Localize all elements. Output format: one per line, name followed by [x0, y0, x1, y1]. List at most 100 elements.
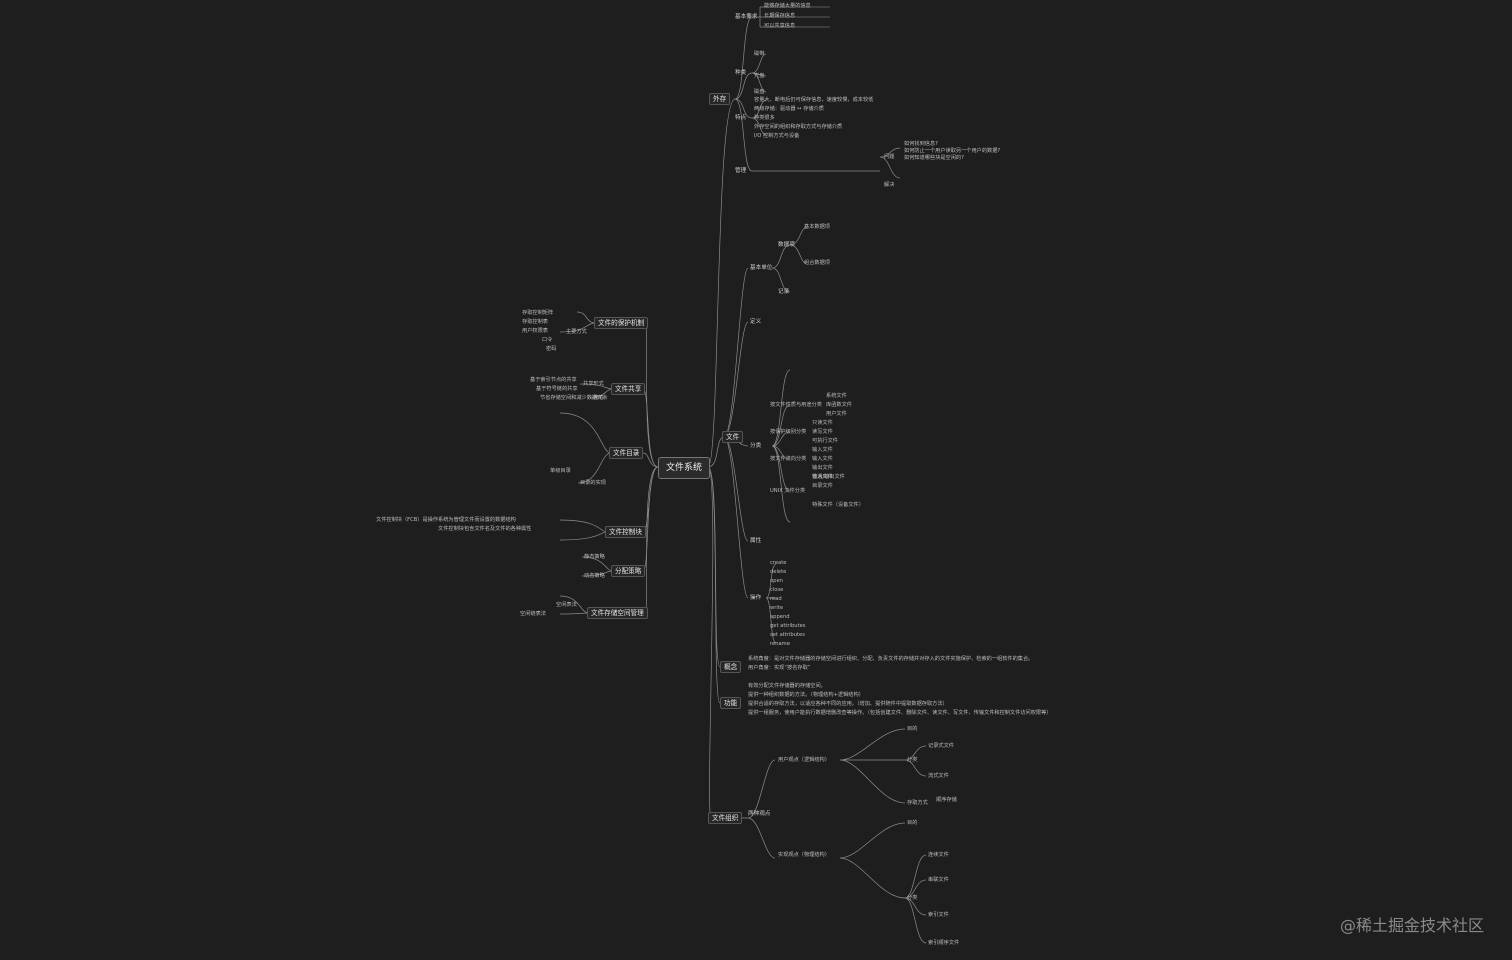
zuzhi-shixian[interactable]: 实现观点（物理结构）: [778, 852, 830, 858]
zuzhi-wl-3[interactable]: 索引顺序文件: [928, 940, 960, 946]
waicun-jiejue[interactable]: 解决: [884, 182, 895, 188]
zuzhi-liushi[interactable]: 流式文件: [928, 773, 949, 779]
wenjian-jiben-danwei[interactable]: 基本单位: [750, 265, 773, 271]
branch-mulu[interactable]: 文件目录: [609, 447, 644, 459]
gongxiang-item-2: 节省存储空间和减少数据冗余: [540, 395, 608, 401]
link-root-zuzhi: [707, 466, 714, 819]
op-9[interactable]: rename: [770, 641, 790, 647]
link-root-gongxiang: [642, 388, 659, 468]
waicun-wenti-item-2: 如何知道哪些块是空闲的?: [904, 155, 964, 161]
wenjian-unix-2: 特殊文件（设备文件）: [812, 502, 864, 508]
waicun-jiben-item-1: 长期保存信息: [764, 13, 796, 19]
link-root-kongzhikuai: [642, 466, 659, 533]
waicun-jiben[interactable]: 基本要求: [735, 14, 758, 20]
root-node[interactable]: 文件系统: [658, 457, 710, 479]
kzk-item-0: 文件控制块（FCB）是操作系统为管理文件而设置的数据结构: [376, 517, 516, 523]
mulu-item-0: 单级目录: [550, 468, 571, 474]
branch-kongzhikuai[interactable]: 文件控制块: [605, 526, 646, 538]
zuzhi-wl-1[interactable]: 串联文件: [928, 877, 949, 883]
waicun-tedian-item-4: I/O 控制方式与设备: [754, 133, 800, 139]
op-0[interactable]: create: [770, 560, 787, 566]
wenjian-xingzhi-2: 用户文件: [826, 411, 847, 417]
op-2[interactable]: open: [770, 578, 783, 584]
branch-baohu[interactable]: 文件的保护机制: [594, 317, 649, 329]
waicun-jiben-item-0: 能够存储大量的信息: [764, 3, 811, 9]
op-7[interactable]: get attributes: [770, 623, 806, 629]
waicun-tedian[interactable]: 特点: [735, 115, 747, 121]
wenjian-fenlei-2[interactable]: 按文件流向分类: [770, 456, 807, 462]
zuzhi-yonghu[interactable]: 用户观点（逻辑结构）: [778, 757, 830, 763]
op-5[interactable]: write: [770, 605, 784, 611]
waicun-guangpan[interactable]: 光盘: [754, 73, 765, 79]
baohu-zhuyao[interactable]: 主要方式: [566, 329, 587, 335]
wenjian-shuxing[interactable]: 属性: [750, 538, 762, 544]
op-4[interactable]: read: [770, 596, 782, 602]
waicun-cidai[interactable]: 磁带: [754, 51, 765, 57]
op-6[interactable]: append: [770, 614, 790, 620]
mulu-jiegou[interactable]: 目录的实现: [580, 480, 606, 486]
wenjian-fenlei-1[interactable]: 按保护级别分类: [770, 429, 807, 435]
link-root-mulu: [642, 452, 659, 468]
zuzhi-fenlei[interactable]: 分类: [907, 757, 918, 763]
waicun-tedian-item-0: 容量大、断电后仍可保存信息，速度较慢，成本较低: [754, 97, 874, 103]
waicun-guanli[interactable]: 管理: [735, 168, 747, 174]
wenjian-shujuxiang[interactable]: 数据项: [778, 242, 795, 248]
zuzhi-wl-2[interactable]: 索引文件: [928, 912, 949, 918]
waicun-cipan[interactable]: 磁盘: [754, 89, 765, 95]
gongxiang-mudi[interactable]: 目的: [593, 395, 604, 401]
zuzhi-mudi[interactable]: 目的: [907, 726, 918, 732]
link-root-baohu: [644, 322, 659, 468]
zuzhi-wl-0[interactable]: 连续文件: [928, 852, 949, 858]
wenjian-fenlei[interactable]: 分类: [750, 443, 762, 449]
fenpei-jingtai[interactable]: 静态策略: [584, 554, 605, 560]
zuzhi-mudi-2[interactable]: 目的: [907, 820, 918, 826]
gongneng-item-3: 提供一组服务，使用户能执行数据增删改查等操作。（包括创建文件、删除文件、读文件、…: [748, 710, 1052, 716]
wenjian-zuhe-shujuxiang[interactable]: 组合数据项: [804, 260, 830, 266]
wenjian-caozuo[interactable]: 操作: [750, 595, 762, 601]
branch-cunchu[interactable]: 文件存储空间管理: [587, 607, 648, 619]
cunchu-item-0: 空闲表法: [556, 602, 577, 608]
waicun-wenti-item-0: 如何找到信息?: [904, 141, 938, 147]
op-8[interactable]: set attributes: [770, 632, 805, 638]
zuzhi-liangzhong[interactable]: 两种观点: [748, 811, 771, 817]
wenjian-jiben-shujuxiang[interactable]: 基本数据项: [804, 224, 830, 230]
zuzhi-shunxu[interactable]: 顺序存储: [936, 797, 957, 803]
op-3[interactable]: close: [770, 587, 784, 593]
fenpei-dongtai[interactable]: 动态策略: [584, 573, 605, 579]
wenjian-unix-1: 目录文件: [812, 483, 833, 489]
wenjian-xingzhi-1: 库函数文件: [826, 402, 852, 408]
waicun-jiben-item-2: 可以共享信息: [764, 23, 796, 29]
baohu-item-3: 口令: [542, 337, 553, 343]
baohu-item-0: 存取控制矩阵: [522, 310, 554, 316]
wenjian-fenlei-3[interactable]: UNIX 文件分类: [770, 488, 806, 494]
branch-fenpei[interactable]: 分配策略: [611, 565, 646, 577]
zuzhi-jilushi[interactable]: 记录式文件: [928, 743, 954, 749]
branch-gainian[interactable]: 概念: [720, 661, 742, 673]
waicun-tedian-item-2: 种类很多: [754, 115, 775, 121]
link-root-cunchu: [644, 466, 659, 614]
gainian-item-0: 系统角度：是对文件存储器的存储空间进行组织、分配、负责文件的存储并对存入的文件实…: [748, 656, 1034, 662]
wenjian-baohu-2: 可执行文件: [812, 438, 838, 444]
branch-wenjian[interactable]: 文件: [722, 431, 744, 443]
waicun-wenti[interactable]: 问题: [884, 154, 895, 160]
gongneng-item-1: 提供一种组织数据的方法。（物理结构+逻辑结构）: [748, 692, 864, 698]
link-root-fenpei: [642, 466, 659, 572]
branch-gongxiang[interactable]: 文件共享: [611, 383, 646, 395]
waicun-zhonglei[interactable]: 种类: [735, 70, 747, 76]
gongneng-item-0: 有效分配文件存储器的存储空间。: [748, 683, 826, 689]
wenjian-jilu[interactable]: 记录: [778, 289, 790, 295]
waicun-tedian-item-1: 两级存储：驱动器 ↔ 存储介质: [754, 106, 824, 112]
baohu-item-2: 用户权限表: [522, 328, 548, 334]
branch-waicun[interactable]: 外存: [709, 93, 731, 105]
branch-gongneng[interactable]: 功能: [720, 697, 742, 709]
kzk-item-1: 文件控制块包含文件名及文件的各种属性: [438, 526, 532, 532]
wenjian-fenlei-0[interactable]: 按文件性质与用途分类: [770, 402, 822, 408]
branch-zuzhi[interactable]: 文件组织: [708, 812, 743, 824]
zuzhi-cunqu[interactable]: 存取方式: [907, 800, 928, 806]
zuzhi-fenlei-2[interactable]: 分类: [907, 895, 918, 901]
waicun-wenti-item-1: 如何防止一个用户读取另一个用户的数据?: [904, 148, 1001, 154]
gongxiang-xingshi[interactable]: 共享形式: [583, 381, 604, 387]
baohu-item-1: 存取控制表: [522, 319, 548, 325]
wenjian-dingyi[interactable]: 定义: [750, 319, 762, 325]
op-1[interactable]: delete: [770, 569, 787, 575]
